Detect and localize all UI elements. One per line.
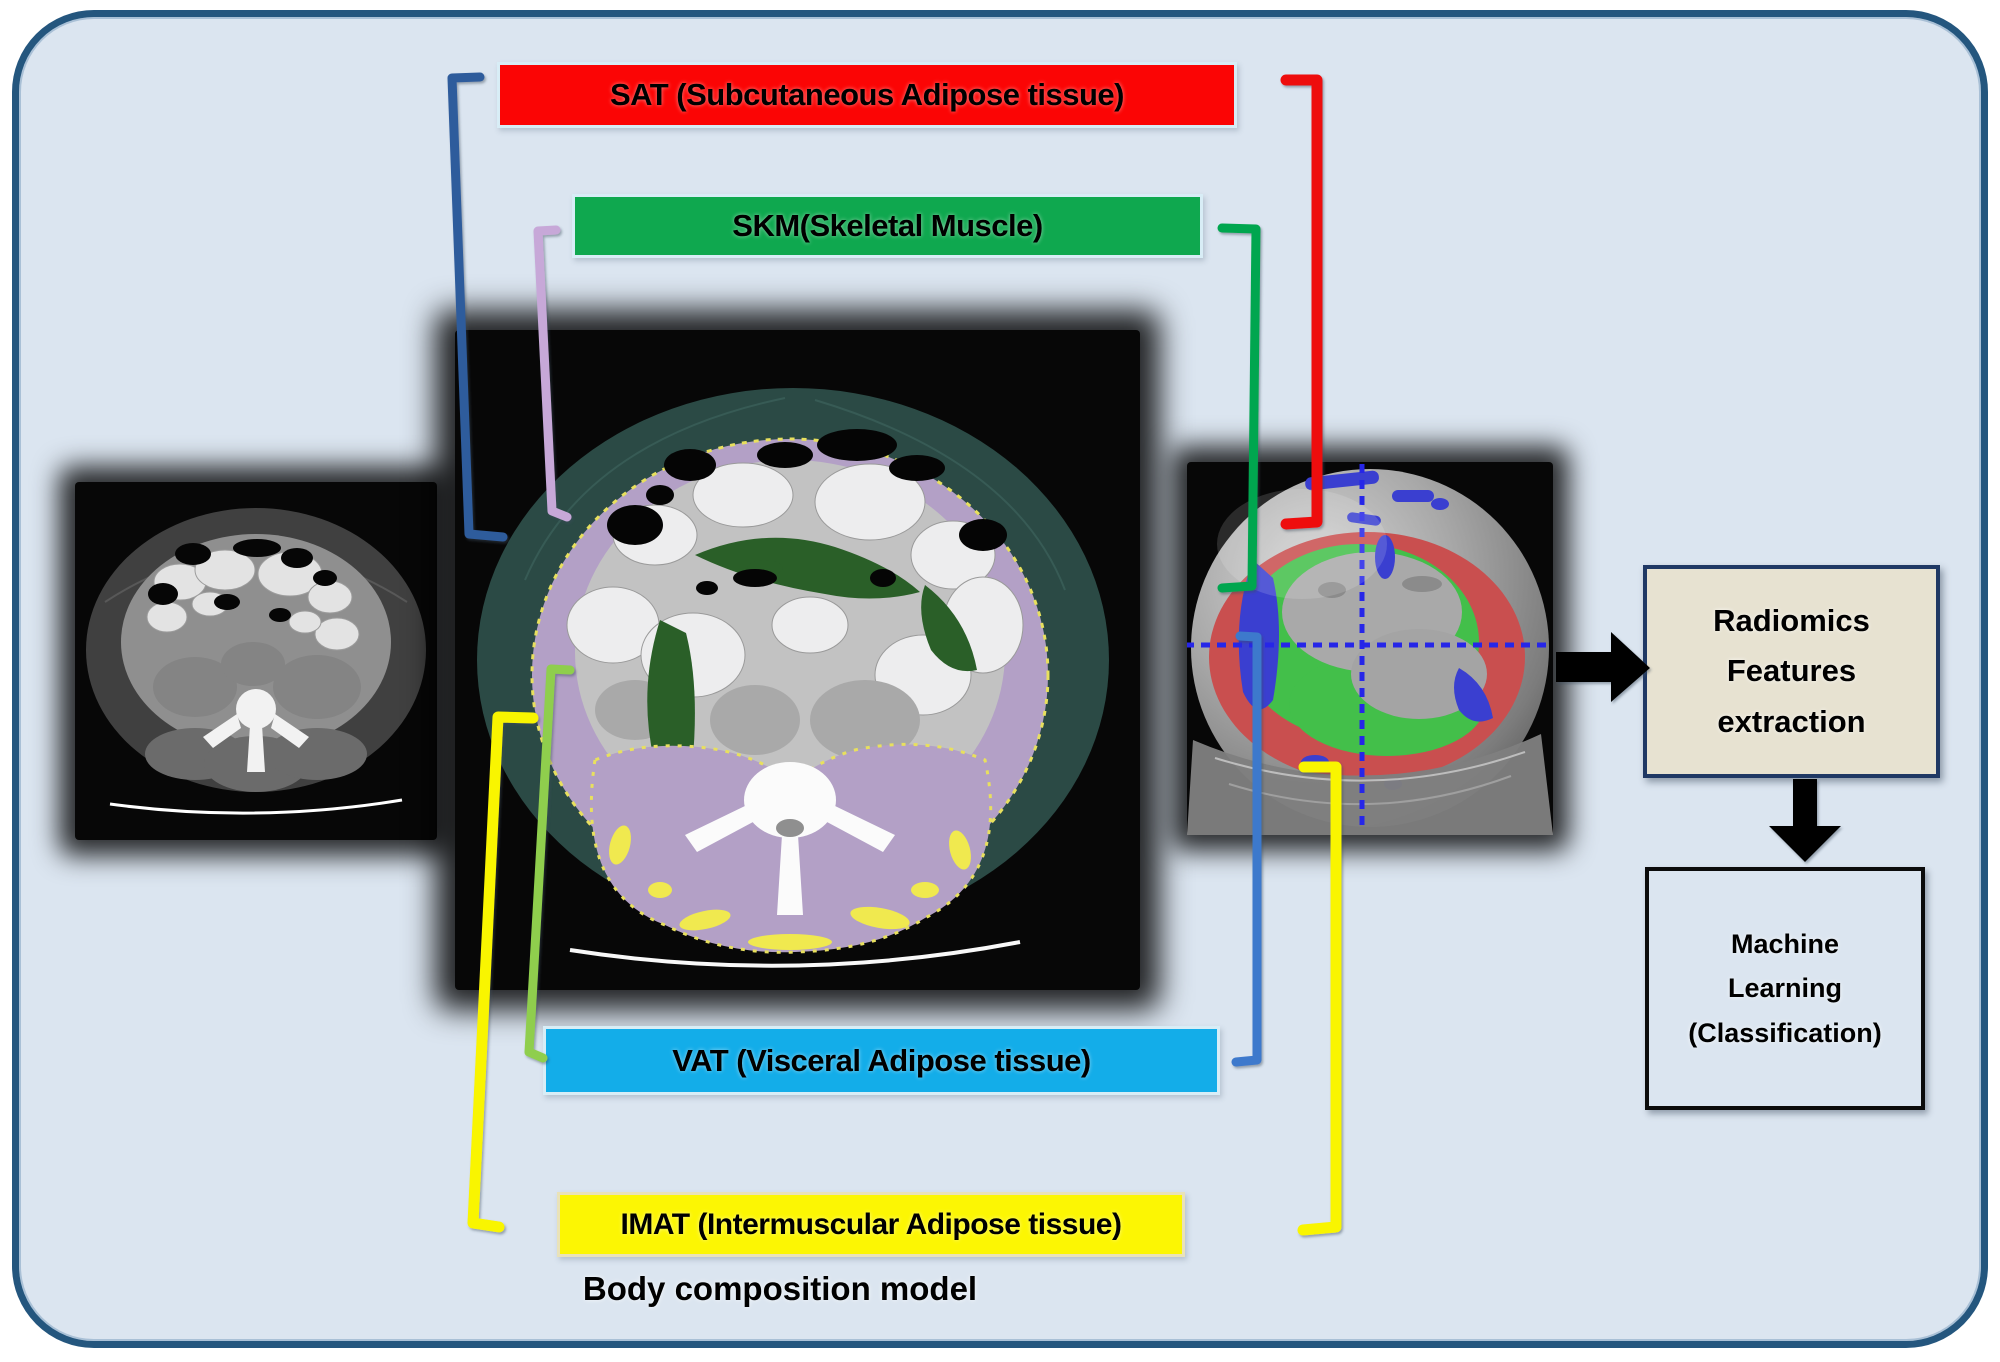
ml-line3: (Classification) [1688,1017,1882,1048]
imat-banner-label: IMAT (Intermuscular Adipose tissue) [620,1207,1122,1241]
imat-yellow-specks [609,825,971,950]
machine-learning-box: Machine Learning (Classification) [1645,867,1925,1110]
skm-banner: SKM(Skeletal Muscle) [572,194,1203,258]
imat-banner: IMAT (Intermuscular Adipose tissue) [557,1192,1185,1257]
sat-banner: SAT (Subcutaneous Adipose tissue) [497,62,1237,128]
skm-banner-label: SKM(Skeletal Muscle) [732,208,1043,243]
original-ct-image [75,482,437,840]
vertebra-left [203,689,309,772]
vertebra-middle [685,762,895,915]
sat-banner-label: SAT (Subcutaneous Adipose tissue) [610,77,1125,112]
ml-line2: Learning [1727,973,1842,1004]
original-ct-drawing [86,508,426,815]
ml-line1: Machine [1730,928,1840,959]
radiomics-line2: Features [1726,653,1857,689]
body-model-3d-drawing [1187,464,1553,835]
vat-banner: VAT (Visceral Adipose tissue) [543,1026,1220,1095]
radiomics-extraction-box: Radiomics Features extraction [1643,565,1940,778]
figure-caption: Body composition model [582,1270,978,1307]
segmented-ct-image [455,330,1140,990]
vat-banner-label: VAT (Visceral Adipose tissue) [672,1042,1091,1078]
radiomics-line1: Radiomics [1713,603,1870,639]
body-model-3d-image [1187,462,1553,835]
radiomics-line3: extraction [1717,703,1866,739]
crosshair-lines [1187,464,1553,832]
segmented-ct-drawing [477,388,1109,968]
